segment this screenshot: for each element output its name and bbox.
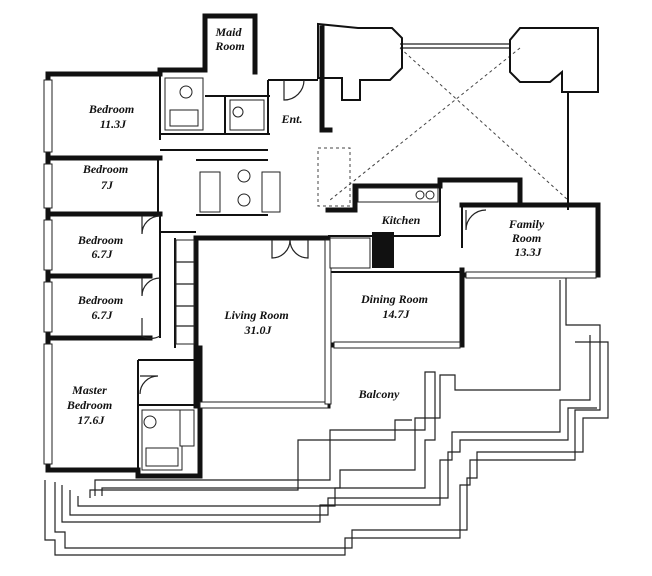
- balcony-outline: [44, 275, 609, 556]
- living-room-size: 31.0J: [244, 323, 273, 337]
- bedroom-4-size: 6.7J: [92, 308, 114, 322]
- bedroom-3-label: Bedroom 6.7J: [77, 233, 126, 261]
- bedroom-2-size: 7J: [101, 178, 114, 192]
- entrance-label: Ent.: [280, 112, 302, 126]
- dining-room-size: 14.7J: [383, 307, 411, 321]
- bedroom-3-size: 6.7J: [92, 247, 114, 261]
- living-room-label: Living Room 31.0J: [223, 308, 291, 337]
- family-room-size: 13.3J: [515, 245, 543, 259]
- maid-room-line2: Room: [214, 39, 244, 53]
- terrace: [317, 22, 599, 210]
- kitchen-label: Kitchen: [381, 213, 421, 227]
- balcony-label: Balcony: [358, 387, 400, 401]
- room-labels: Maid Room Bedroom 11.3J Ent. Bedroom 7J …: [66, 25, 547, 427]
- bedroom-1-label: Bedroom 11.3J: [88, 102, 137, 131]
- bedroom-4-name: Bedroom: [77, 293, 123, 307]
- master-bedroom-size: 17.6J: [78, 413, 106, 427]
- family-room-line1: Family: [508, 217, 545, 231]
- fixtures: [139, 77, 487, 471]
- family-room-line2: Room: [511, 231, 541, 245]
- bedroom-4-label: Bedroom 6.7J: [77, 293, 126, 322]
- bedroom-1-name: Bedroom: [88, 102, 134, 116]
- maid-room-line1: Maid: [214, 25, 242, 39]
- dining-room-label: Dining Room 14.7J: [360, 292, 431, 321]
- bedroom-2-name: Bedroom: [82, 162, 128, 176]
- living-room-name: Living Room: [223, 308, 288, 322]
- maid-room-label: Maid Room: [214, 25, 244, 53]
- master-bedroom-line1: Master: [71, 383, 107, 397]
- bedroom-3-name: Bedroom: [77, 233, 123, 247]
- family-room-label: Family Room 13.3J: [508, 217, 547, 259]
- bedroom-1-size: 11.3J: [100, 117, 127, 131]
- interior-walls: [45, 74, 463, 476]
- master-bedroom-line2: Bedroom: [66, 398, 112, 412]
- master-bedroom-label: Master Bedroom 17.6J: [66, 383, 115, 427]
- bedroom-2-label: Bedroom 7J: [82, 162, 131, 192]
- dining-room-name: Dining Room: [360, 292, 428, 306]
- windows: [43, 79, 597, 465]
